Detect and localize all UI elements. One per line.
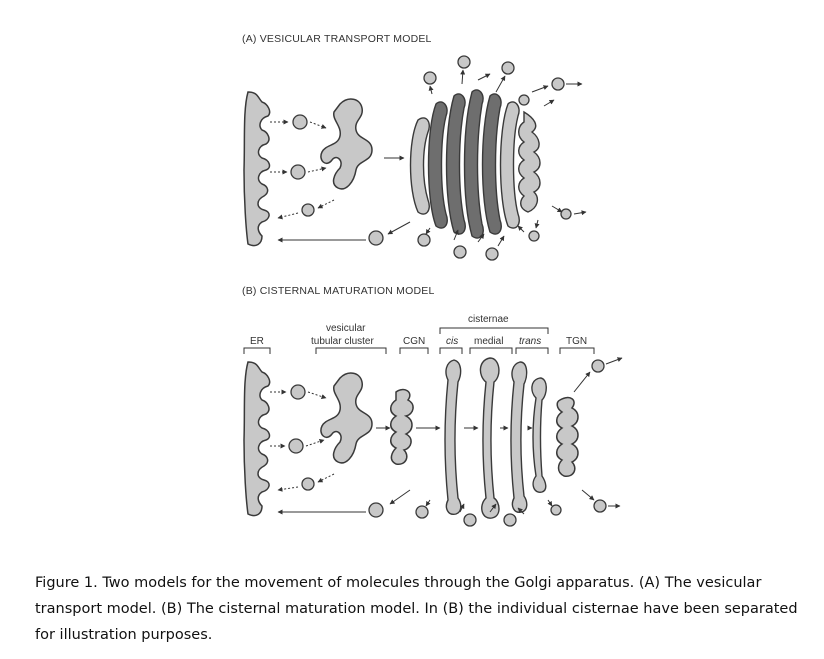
panel-b-title: (B) CISTERNAL MATURATION MODEL <box>242 285 434 297</box>
cis-cisterna <box>444 359 462 515</box>
golgi-stack-a <box>409 89 541 239</box>
vesicular-tubular-cluster-a <box>320 98 373 190</box>
cgn-membrane <box>390 388 414 465</box>
vesicle <box>485 247 499 261</box>
vesicle <box>415 505 429 519</box>
cisternae-b <box>444 357 547 519</box>
vesicle <box>292 114 308 130</box>
tgn-membrane <box>556 396 579 477</box>
label-cisternae: cisternae <box>468 314 509 325</box>
vesicle <box>551 77 565 91</box>
vesicle <box>560 208 572 220</box>
label-er: ER <box>250 336 264 347</box>
er-membrane-b <box>243 361 271 517</box>
label-brackets <box>243 327 595 354</box>
trans-cisterna-1 <box>510 361 528 513</box>
vesicle <box>368 230 384 246</box>
vesicle <box>503 513 517 527</box>
label-vtc-line1: vesicular <box>326 323 366 334</box>
vesicle <box>518 94 530 106</box>
label-medial: medial <box>474 336 503 347</box>
label-trans: trans <box>519 336 541 347</box>
label-vtc-line2: tubular cluster <box>311 336 374 347</box>
er-membrane-a <box>243 91 271 247</box>
vesicle <box>417 233 431 247</box>
vesicular-tubular-cluster-b <box>320 372 373 464</box>
label-tgn: TGN <box>566 336 587 347</box>
vesicle <box>368 502 384 518</box>
vesicle <box>501 61 515 75</box>
label-cgn: CGN <box>403 336 425 347</box>
golgi-diagram: (A) VESICULAR TRANSPORT MODEL <box>242 33 623 527</box>
vesicle <box>290 164 306 180</box>
vesicle <box>550 504 562 516</box>
figure-caption: Figure 1. Two models for the movement of… <box>35 575 798 643</box>
vesicle <box>423 71 437 85</box>
medial-cisterna <box>479 357 500 519</box>
vesicle <box>591 359 605 373</box>
vesicle <box>288 438 304 454</box>
vesicle <box>457 55 471 69</box>
vesicle <box>453 245 467 259</box>
trans-cisterna-2 <box>531 377 547 493</box>
panel-a-title: (A) VESICULAR TRANSPORT MODEL <box>242 33 432 45</box>
label-cis: cis <box>446 336 458 347</box>
vesicle <box>528 230 540 242</box>
vesicle <box>593 499 607 513</box>
vesicle <box>463 513 477 527</box>
vesicle <box>290 384 306 400</box>
vesicle <box>301 477 315 491</box>
vesicle <box>301 203 315 217</box>
